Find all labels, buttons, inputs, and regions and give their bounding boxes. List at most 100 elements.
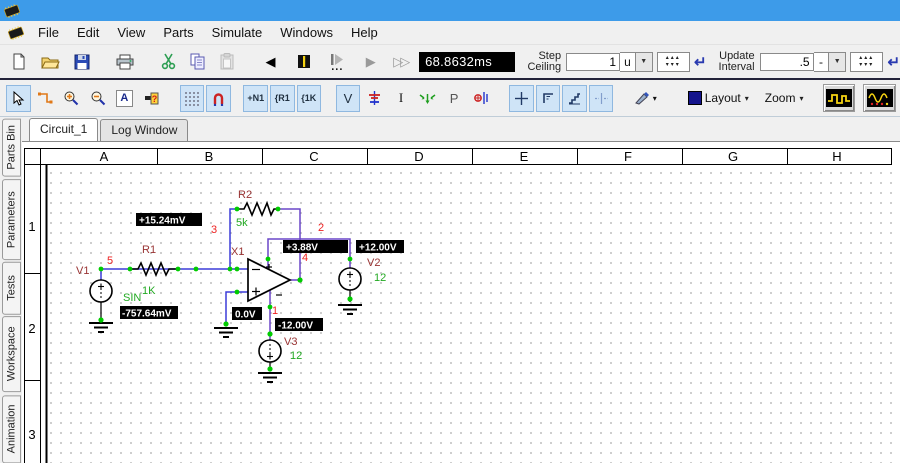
update-interval-unit-dropdown[interactable]: ▼ xyxy=(829,52,846,72)
svg-text:3: 3 xyxy=(28,427,35,442)
resistor-R2[interactable]: R2 5k xyxy=(236,189,278,229)
sidebar-tab-parameters[interactable]: Parameters xyxy=(2,179,21,260)
route-stairs-button[interactable] xyxy=(562,85,587,112)
update-interval-spinner[interactable]: ▴▴▴▾▾▾ xyxy=(850,52,883,72)
menu-simulate[interactable]: Simulate xyxy=(203,23,272,42)
zoom-dropdown[interactable]: Zoom▾ xyxy=(765,91,804,105)
main-area: Parts Bin Parameters Tests Workspace Ani… xyxy=(0,117,900,463)
resistor-R1[interactable]: R1 1K xyxy=(130,244,178,297)
simulation-time-display: 68.8632ms xyxy=(419,52,515,72)
update-interval-unit[interactable]: - xyxy=(814,52,830,72)
update-interval-input[interactable] xyxy=(760,53,814,71)
menu-help[interactable]: Help xyxy=(342,23,387,42)
ground-v3 xyxy=(258,373,282,382)
step-options-dots: ... xyxy=(331,64,343,70)
svg-text:D: D xyxy=(414,149,423,164)
side-tab-strip: Parts Bin Parameters Tests Workspace Ani… xyxy=(0,117,22,463)
wire-tool-button[interactable] xyxy=(33,85,58,112)
sidebar-tab-workspace[interactable]: Workspace xyxy=(2,316,21,392)
route-corner-button[interactable] xyxy=(536,85,561,112)
select-tool-button[interactable] xyxy=(6,85,31,112)
cut-button[interactable] xyxy=(156,50,180,74)
source-V2[interactable]: V2 12 xyxy=(339,257,386,290)
show-reference-designators-button[interactable]: {R1 xyxy=(270,85,295,112)
sidebar-tab-tests[interactable]: Tests xyxy=(2,262,21,315)
current-arrows-button[interactable] xyxy=(415,85,440,112)
context-help-button[interactable]: ? xyxy=(139,85,164,112)
voltage-levels-button[interactable] xyxy=(362,85,387,112)
step-ceiling-unit-dropdown[interactable]: ▼ xyxy=(636,52,653,72)
annotation-pen-dropdown[interactable]: ▾ xyxy=(628,85,662,112)
svg-text:V2: V2 xyxy=(367,257,380,269)
document-chip-icon xyxy=(7,25,25,41)
menu-bar: File Edit View Parts Simulate Windows He… xyxy=(0,21,900,45)
reading-node3: +15.24mV xyxy=(136,213,202,227)
svg-text:5k: 5k xyxy=(236,217,248,229)
step-ceiling-spinner[interactable]: ▴▴▴▾▾▾ xyxy=(657,52,690,72)
node-dots xyxy=(98,207,352,372)
ground-v1 xyxy=(89,323,113,332)
show-values-button[interactable]: {1K xyxy=(297,85,322,112)
step-ceiling-label: Step Ceiling xyxy=(527,51,561,73)
sidebar-tab-animation[interactable]: Animation xyxy=(2,395,21,463)
schematic-canvas[interactable]: A B C D E F G H 1 2 3 xyxy=(22,141,900,463)
step-ceiling-unit[interactable]: u xyxy=(620,52,636,72)
save-button[interactable] xyxy=(70,50,94,74)
layout-color-swatch xyxy=(688,91,702,105)
svg-text:1: 1 xyxy=(28,219,35,234)
show-voltages-button[interactable]: V xyxy=(336,85,361,112)
show-power-button[interactable]: P xyxy=(442,85,467,112)
copy-button[interactable] xyxy=(186,50,210,74)
svg-text:+15.24mV: +15.24mV xyxy=(139,216,186,227)
schematic-drawing[interactable]: A B C D E F G H 1 2 3 xyxy=(22,142,900,463)
svg-text:5: 5 xyxy=(107,255,113,267)
digital-scope-button[interactable] xyxy=(823,84,856,112)
reading-node1: -12.00V xyxy=(275,318,323,332)
menu-parts[interactable]: Parts xyxy=(154,23,202,42)
svg-text:X1: X1 xyxy=(231,246,244,258)
snap-to-grid-button[interactable] xyxy=(206,85,231,112)
menu-file[interactable]: File xyxy=(29,23,68,42)
sidebar-tab-parts-bin[interactable]: Parts Bin xyxy=(2,119,21,177)
zoom-out-tool-button[interactable] xyxy=(86,85,111,112)
zoom-in-tool-button[interactable] xyxy=(59,85,84,112)
source-V1[interactable]: V1 SIN xyxy=(76,265,141,304)
paste-button[interactable] xyxy=(215,50,239,74)
update-interval-apply-icon[interactable]: ↵ xyxy=(887,53,900,71)
new-file-button[interactable] xyxy=(7,50,31,74)
tab-circuit-1[interactable]: Circuit_1 xyxy=(29,118,98,142)
ruler xyxy=(24,148,892,463)
svg-text:R1: R1 xyxy=(142,244,156,256)
step-ceiling-apply-icon[interactable]: ↵ xyxy=(694,53,707,71)
pause-button[interactable] xyxy=(292,50,316,74)
analog-scope-button[interactable] xyxy=(863,84,896,112)
run-step-button[interactable]: ... xyxy=(326,50,350,74)
show-node-numbers-button[interactable]: +N1 xyxy=(243,85,268,112)
text-tool-button[interactable]: A xyxy=(112,85,137,112)
svg-text:4: 4 xyxy=(302,252,308,264)
step-back-button[interactable]: ◀ xyxy=(259,50,283,74)
fast-forward-button[interactable]: ▷▷ xyxy=(389,50,413,74)
layout-dropdown[interactable]: Layout▾ xyxy=(688,91,749,105)
tab-log-window[interactable]: Log Window xyxy=(100,119,188,141)
route-straight-button[interactable] xyxy=(509,85,534,112)
menu-windows[interactable]: Windows xyxy=(271,23,342,42)
grid-toggle-button[interactable] xyxy=(180,85,205,112)
app-chip-icon xyxy=(3,3,21,19)
show-currents-button[interactable]: I xyxy=(389,85,414,112)
svg-text:3: 3 xyxy=(211,224,217,236)
ground-noninv xyxy=(214,328,238,337)
svg-text:+3.88V: +3.88V xyxy=(286,243,318,254)
probe-tool-button[interactable] xyxy=(468,85,493,112)
source-V3[interactable]: V3 12 xyxy=(259,336,302,362)
run-button[interactable]: ▶ xyxy=(359,50,383,74)
open-file-button[interactable] xyxy=(38,50,62,74)
step-ceiling-input[interactable] xyxy=(566,53,620,71)
svg-text:12: 12 xyxy=(290,350,302,362)
print-button[interactable] xyxy=(113,50,137,74)
menu-edit[interactable]: Edit xyxy=(68,23,108,42)
route-any-angle-button[interactable] xyxy=(589,85,614,112)
ground-v2 xyxy=(338,305,362,314)
menu-view[interactable]: View xyxy=(108,23,154,42)
